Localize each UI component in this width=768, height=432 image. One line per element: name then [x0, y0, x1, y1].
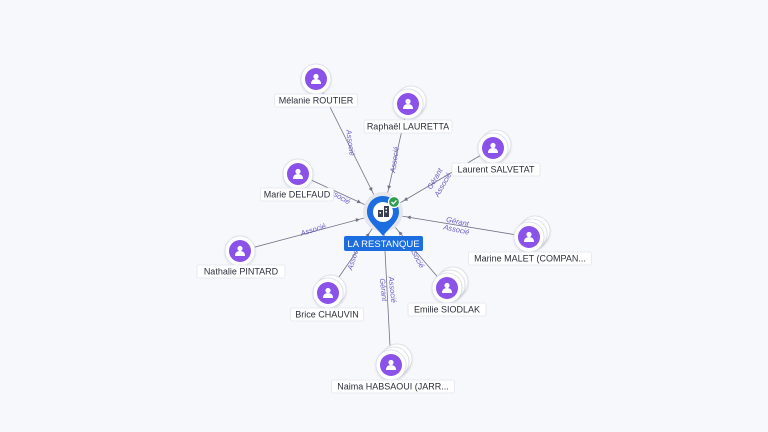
company-name: LA RESTANQUE: [347, 239, 419, 250]
person-label-bg: [274, 93, 358, 108]
person-label-bg: [260, 187, 334, 202]
edge-arrow: [398, 231, 403, 236]
company-label-bg: [344, 236, 423, 251]
person-icon: [442, 282, 452, 293]
person-icon: [293, 168, 303, 179]
person-icon: [235, 245, 245, 256]
person-name: Brice CHAUVIN: [295, 310, 359, 320]
check-icon: [387, 195, 401, 209]
person-label-bg: [363, 119, 453, 134]
building-icon: [378, 206, 389, 217]
person-node[interactable]: Naima HABSAOUI (JARR...: [331, 343, 455, 394]
edge-arrow: [403, 197, 409, 201]
edge-arrow: [387, 185, 392, 190]
person-label-bg: [407, 302, 487, 317]
person-label-bg: [290, 307, 364, 322]
person-node[interactable]: Emilie SIODLAK: [407, 266, 487, 317]
person-icon: [488, 142, 498, 153]
person-icon: [386, 359, 396, 370]
person-name: Naima HABSAOUI (JARR...: [337, 382, 449, 392]
person-name: Mélanie ROUTIER: [279, 96, 354, 106]
edge-role-label: Associé: [387, 275, 399, 303]
person-node[interactable]: Raphaël LAURETTA: [363, 85, 453, 134]
edge-arrow: [406, 215, 411, 220]
person-node[interactable]: Brice CHAUVIN: [290, 274, 364, 322]
person-node[interactable]: Mélanie ROUTIER: [274, 63, 358, 108]
company-node[interactable]: LA RESTANQUE: [344, 192, 423, 251]
edge-role-label: Associé: [388, 146, 401, 174]
edge-arrow: [356, 199, 362, 204]
person-label-bg: [451, 162, 541, 177]
person-icon: [524, 231, 534, 242]
person-label-bg: [331, 379, 455, 394]
person-icon: [403, 98, 413, 109]
person-name: Raphaël LAURETTA: [367, 122, 449, 132]
edge-line: [382, 147, 494, 214]
edge-arrow: [368, 187, 373, 192]
person-icon: [323, 287, 333, 298]
person-node[interactable]: Marie DELFAUD: [260, 158, 334, 202]
edge-role-label: Gérant: [378, 278, 389, 303]
person-icon: [311, 73, 321, 84]
nodes-layer: Mélanie ROUTIER Raphaël LAURETTA Laurent S…: [196, 63, 592, 394]
edge-arrow: [355, 218, 360, 223]
person-label-bg: [196, 264, 286, 279]
person-name: Marine MALET (COMPAN...: [474, 254, 586, 264]
edge-role-label: Associé: [298, 221, 327, 238]
person-name: Nathalie PINTARD: [204, 267, 279, 277]
edge-role-label: Associé: [344, 128, 357, 156]
person-node[interactable]: Laurent SALVETAT: [451, 129, 541, 177]
person-name: Emilie SIODLAK: [414, 305, 480, 315]
person-label-bg: [468, 251, 592, 266]
person-node[interactable]: Nathalie PINTARD: [196, 235, 286, 279]
person-node[interactable]: Marine MALET (COMPAN...: [468, 215, 592, 266]
person-name: Marie DELFAUD: [264, 190, 331, 200]
person-name: Laurent SALVETAT: [457, 165, 535, 175]
